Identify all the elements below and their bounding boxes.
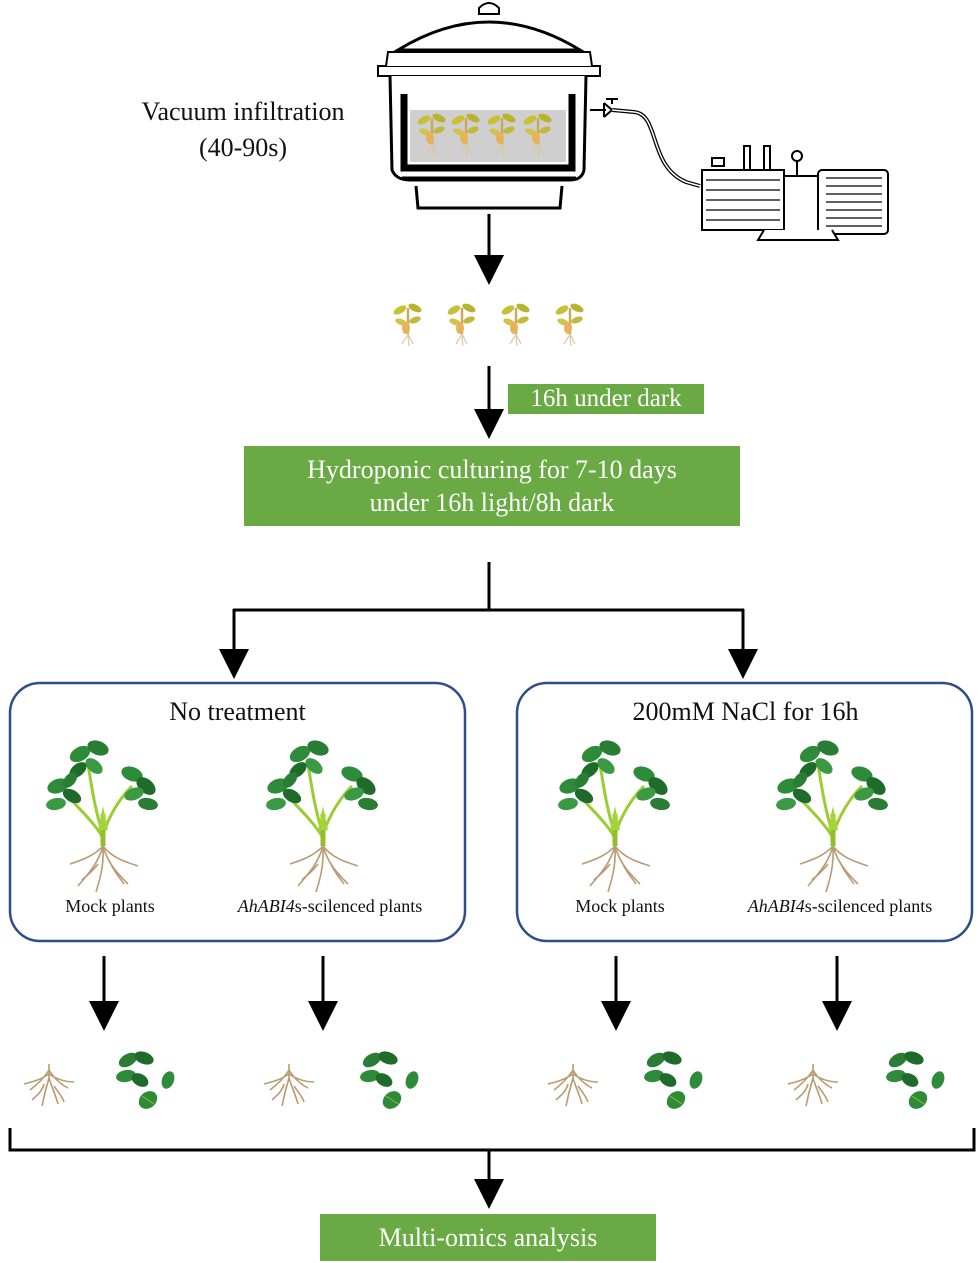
plant-label-silenced: AhABI4s-scilenced plants xyxy=(205,894,455,918)
plant-label-text: s-scilenced plants xyxy=(804,896,933,916)
seedling-icon xyxy=(390,300,425,348)
panel-title-no-treatment: No treatment xyxy=(169,697,306,726)
panel-no-treatment xyxy=(8,681,467,943)
peanut-plant-icon xyxy=(265,738,379,892)
vacuum-label-line2: (40-90s) xyxy=(198,133,288,162)
vacuum-chamber-icon xyxy=(377,2,701,210)
vacuum-label-line1: Vacuum infiltration xyxy=(141,97,345,126)
vacuum-infiltration-label: Vacuum infiltration (40-90s) xyxy=(108,94,378,166)
hydroponic-culture-box: Hydroponic culturing for 7-10 days under… xyxy=(244,446,740,526)
plant-label-text: Mock plants xyxy=(65,896,155,916)
hydroponic-line2: under 16h light/8h dark xyxy=(369,488,615,517)
panel-nacl xyxy=(515,681,974,943)
root-icon xyxy=(787,1063,839,1107)
vacuum-pump-icon xyxy=(701,145,889,241)
multi-omics-analysis-box: Multi-omics analysis xyxy=(320,1214,656,1261)
leaves-icon xyxy=(358,1048,422,1114)
seedling-row xyxy=(390,300,587,348)
plant-label-mock: Mock plants xyxy=(30,894,190,918)
peanut-plant-icon xyxy=(45,738,159,892)
leaves-icon xyxy=(884,1048,948,1114)
dark-incubation-label: 16h under dark xyxy=(508,384,704,414)
seedling-icon xyxy=(444,300,479,348)
merge-bracket xyxy=(8,1128,976,1152)
plant-label-mock: Mock plants xyxy=(540,894,700,918)
peanut-plant-icon xyxy=(775,738,889,892)
leaves-icon xyxy=(642,1048,706,1114)
seedling-icon xyxy=(552,300,587,348)
plant-label-silenced: AhABI4s-scilenced plants xyxy=(715,894,965,918)
root-icon xyxy=(23,1063,75,1107)
panel-title-nacl: 200mM NaCl for 16h xyxy=(632,697,859,726)
leaves-icon xyxy=(114,1048,178,1114)
plant-label-text: Mock plants xyxy=(575,896,665,916)
peanut-plant-icon xyxy=(557,738,671,892)
root-icon xyxy=(263,1063,315,1107)
hydroponic-line1: Hydroponic culturing for 7-10 days xyxy=(307,455,677,484)
gene-name: AhABI4 xyxy=(747,896,805,916)
seedling-icon xyxy=(498,300,533,348)
flow-arrows xyxy=(8,214,976,1209)
root-icon xyxy=(547,1063,599,1107)
gene-name: AhABI4 xyxy=(237,896,295,916)
plant-label-text: s-scilenced plants xyxy=(294,896,423,916)
